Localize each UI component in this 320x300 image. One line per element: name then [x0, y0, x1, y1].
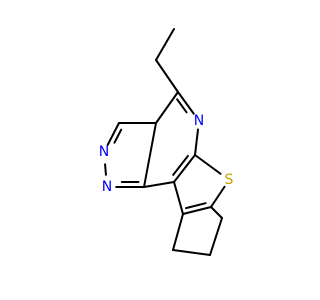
bond-c8a-s [194, 154, 222, 175]
bond-ch2-c5 [155, 59, 179, 93]
bond-cpB-cpC [209, 217, 223, 256]
bond-c9a-c9b [143, 181, 175, 188]
bond-c4b-c5a-double [184, 202, 207, 210]
bond-c5-nPyr [177, 91, 195, 115]
bond-c4b-c5a [182, 206, 212, 215]
bond-s-c4b [210, 185, 226, 208]
bond-nPyr-c8a [194, 128, 199, 156]
bond-c5a-c9a [173, 181, 184, 215]
bond-c5-n4 [155, 91, 179, 124]
bond-ch3-ch2 [155, 28, 175, 61]
molecule-structure-diagram: N N N S [99, 28, 234, 256]
bond-c8a-c9a [173, 154, 196, 183]
bond-c5-nPyr-double [176, 98, 188, 114]
bond-cpA-cpB [172, 249, 211, 256]
atom-label-n-pyrimidine: N [194, 113, 204, 129]
bond-c3h-nTop [106, 122, 120, 146]
atom-labels: N N N S [99, 113, 234, 195]
atom-label-n-triazole-top: N [99, 144, 109, 160]
bond-c8a-c9a-double [172, 154, 189, 176]
atom-label-n-triazole-left: N [102, 179, 112, 195]
bond-c3h-nTop-double [113, 128, 123, 144]
bond-c5a-cpA [172, 213, 184, 251]
bond-cpC-c4b [210, 206, 223, 219]
bond-nTop-nLeft [104, 163, 107, 176]
atom-label-s-thiophene: S [225, 172, 234, 188]
bond-lines [104, 28, 226, 256]
bond-c9b-n4 [143, 122, 157, 188]
